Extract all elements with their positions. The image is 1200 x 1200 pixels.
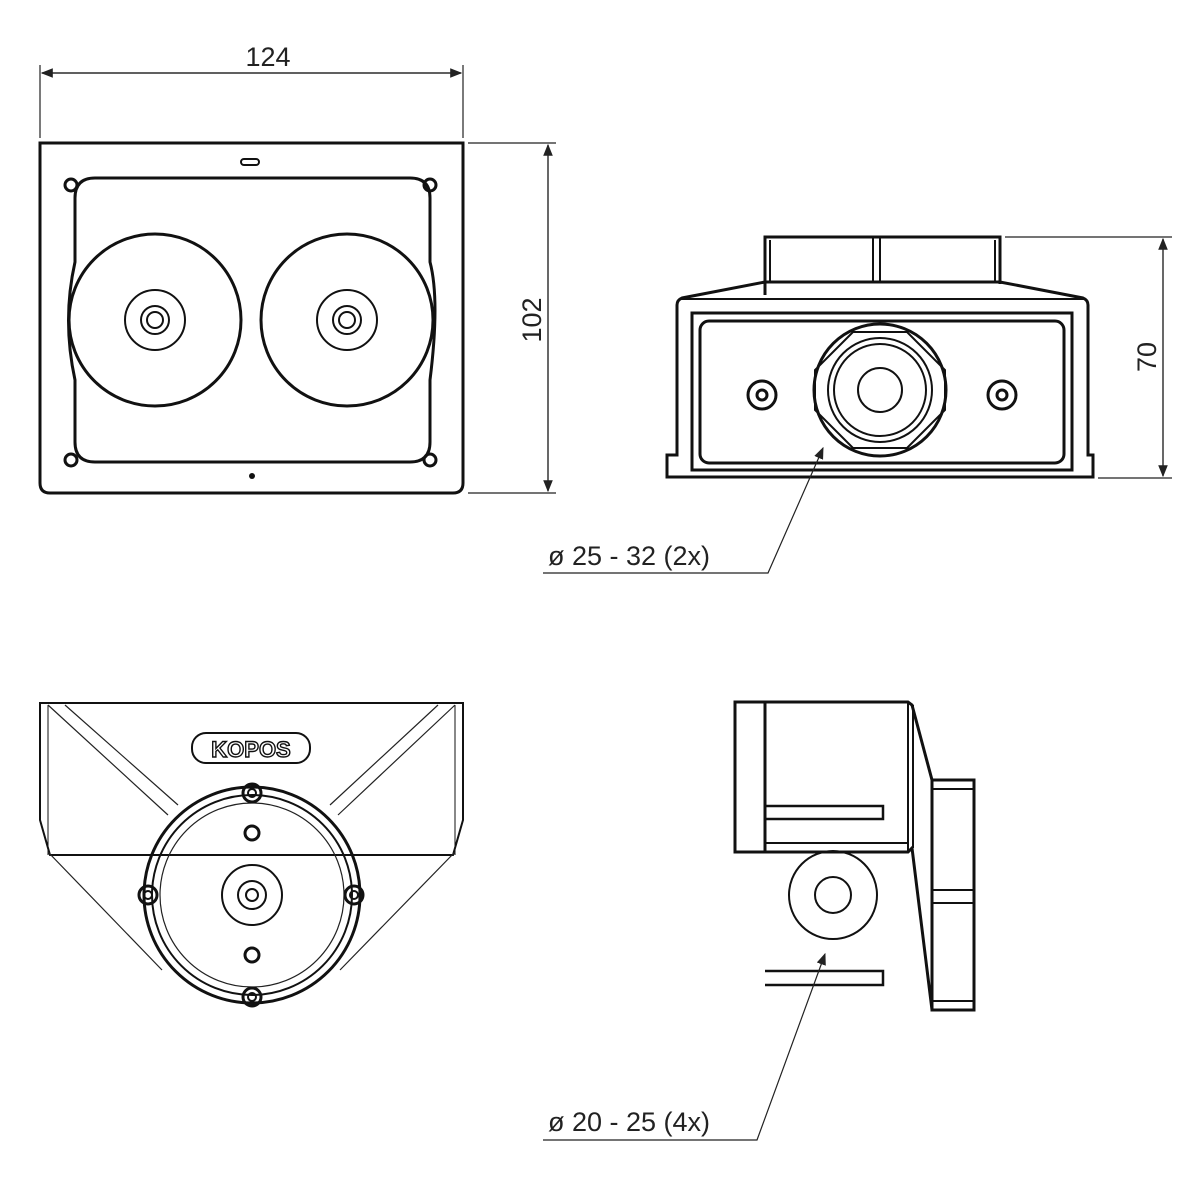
dimension-height: 102 <box>468 142 556 494</box>
side-knockout-label: ø 20 - 25 (4x) <box>548 1107 710 1137</box>
screw-hole <box>422 177 438 193</box>
dimension-depth: 70 <box>1005 236 1172 479</box>
callout-top-gland: ø 25 - 32 (2x) <box>543 446 824 574</box>
screw-hole <box>63 452 79 468</box>
side-view <box>733 700 976 1012</box>
top-gland-label: ø 25 - 32 (2x) <box>548 541 710 571</box>
height-label: 102 <box>517 297 547 342</box>
callout-side-knockout: ø 20 - 25 (4x) <box>543 952 826 1141</box>
dimension-width: 124 <box>39 42 464 138</box>
screw-hole <box>63 177 79 193</box>
depth-label: 70 <box>1132 342 1162 372</box>
end-view <box>665 235 1095 479</box>
screw-hole <box>422 452 438 468</box>
back-view: KOPOS <box>39 702 464 1008</box>
kopos-logo-text: KOPOS <box>211 737 290 762</box>
width-label: 124 <box>245 42 290 72</box>
front-view <box>38 141 465 495</box>
kopos-logo <box>191 732 311 764</box>
